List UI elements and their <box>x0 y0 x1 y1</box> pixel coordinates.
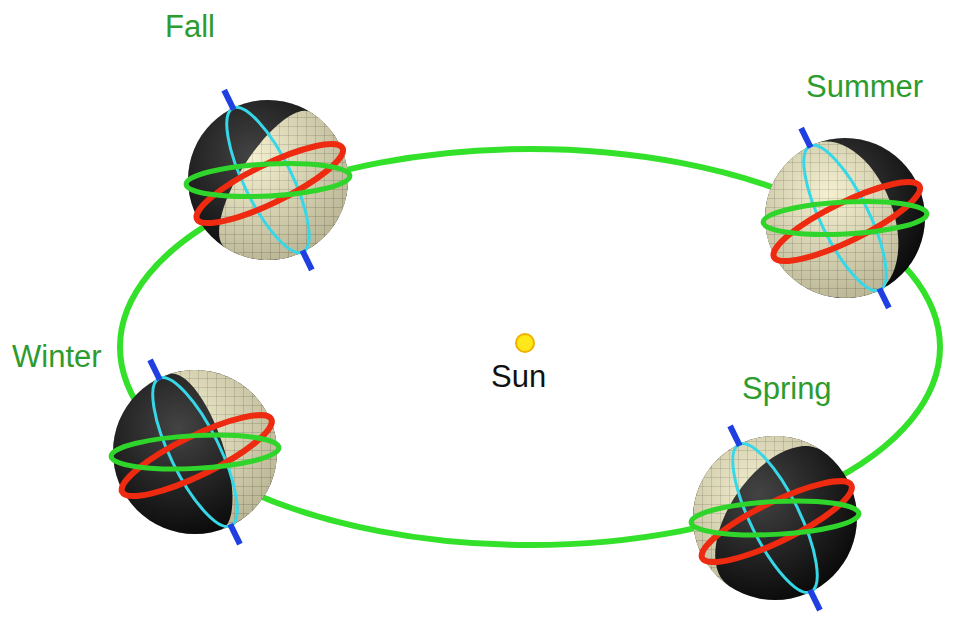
meridian-line <box>717 434 833 603</box>
globe-shading <box>188 100 348 260</box>
orbit-plane-band <box>690 497 859 539</box>
rotation-axis <box>879 288 888 307</box>
globes <box>110 90 928 610</box>
season-label: Fall <box>165 10 215 44</box>
rotation-axis <box>730 426 740 446</box>
season-label: Winter <box>12 340 102 374</box>
meridian-line <box>211 98 324 263</box>
rotation-axis <box>224 90 233 109</box>
equator-band <box>114 402 280 510</box>
rotation-axis <box>801 128 810 147</box>
earth-globe <box>762 128 928 308</box>
equator-band <box>694 468 860 576</box>
meridian-line <box>137 368 253 537</box>
orbit-plane-band <box>762 198 927 239</box>
night-side <box>188 100 348 260</box>
equator-band <box>189 131 351 237</box>
meridian-line <box>788 136 901 301</box>
earth-globe <box>690 426 860 610</box>
season-label: Summer <box>806 70 923 104</box>
rotation-axis <box>302 250 311 269</box>
globe-shading <box>765 138 925 298</box>
equator-band <box>766 169 928 275</box>
orbit-plane-band <box>185 160 350 201</box>
rotation-axis <box>230 524 240 544</box>
globe-shading <box>693 436 857 600</box>
night-side <box>765 138 925 298</box>
night-side <box>693 436 857 600</box>
sun-label: Sun <box>491 360 546 394</box>
rotation-axis <box>810 590 820 610</box>
globe-shading <box>113 370 277 534</box>
earth-globe <box>110 360 280 544</box>
orbit-plane-band <box>110 431 279 473</box>
night-side <box>113 370 277 534</box>
season-label: Spring <box>742 372 832 406</box>
earth-globe <box>185 90 351 270</box>
rotation-axis <box>150 360 160 380</box>
sun-dot <box>516 334 534 352</box>
